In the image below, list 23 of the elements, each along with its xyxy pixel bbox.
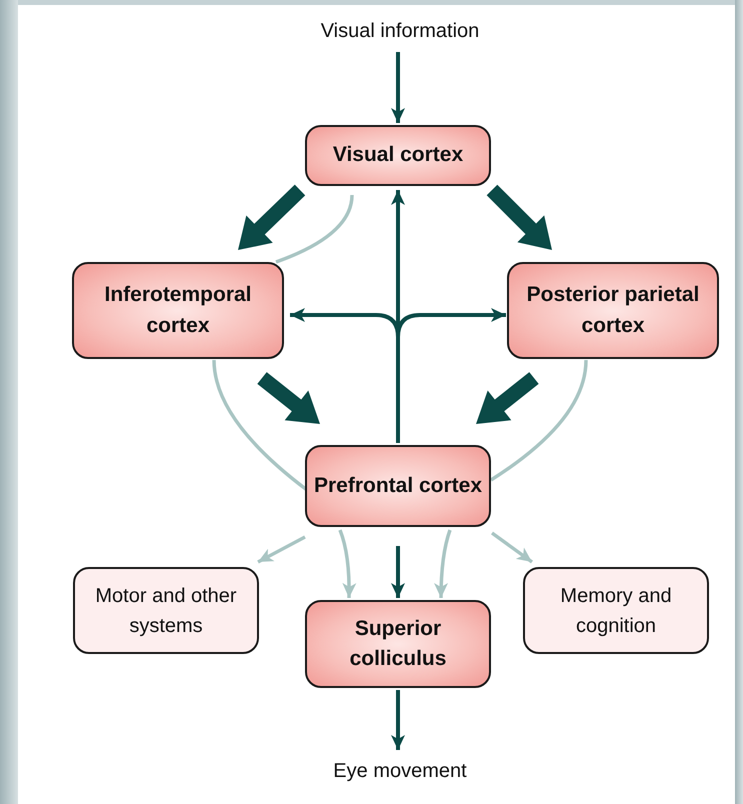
target-box: Motor and other systems: [73, 567, 259, 654]
arrow: [396, 308, 506, 443]
thick-arrow: [486, 184, 552, 250]
output-label: Eye movement: [250, 754, 550, 788]
arrow: [434, 529, 452, 598]
cortex-box: Visual cortex: [305, 125, 491, 186]
arrow: [391, 546, 405, 598]
cortex-box: Inferotemporal cortex: [72, 262, 284, 359]
thick-arrow: [257, 372, 320, 424]
thick-arrow: [476, 372, 539, 424]
connector-line: [275, 194, 354, 264]
thick-arrow: [238, 184, 306, 250]
target-box: Memory and cognition: [523, 567, 709, 654]
colliculus-box: Superior colliculus: [305, 600, 491, 688]
input-label: Visual information: [250, 14, 550, 48]
cortex-box: Posterior parietal cortex: [507, 262, 719, 359]
arrow: [391, 690, 405, 750]
arrow: [391, 52, 405, 123]
arrow: [257, 535, 306, 564]
connector-line: [490, 360, 588, 482]
arrow: [338, 529, 356, 598]
cortex-box: Prefrontal cortex: [305, 445, 491, 527]
arrow: [490, 532, 534, 564]
